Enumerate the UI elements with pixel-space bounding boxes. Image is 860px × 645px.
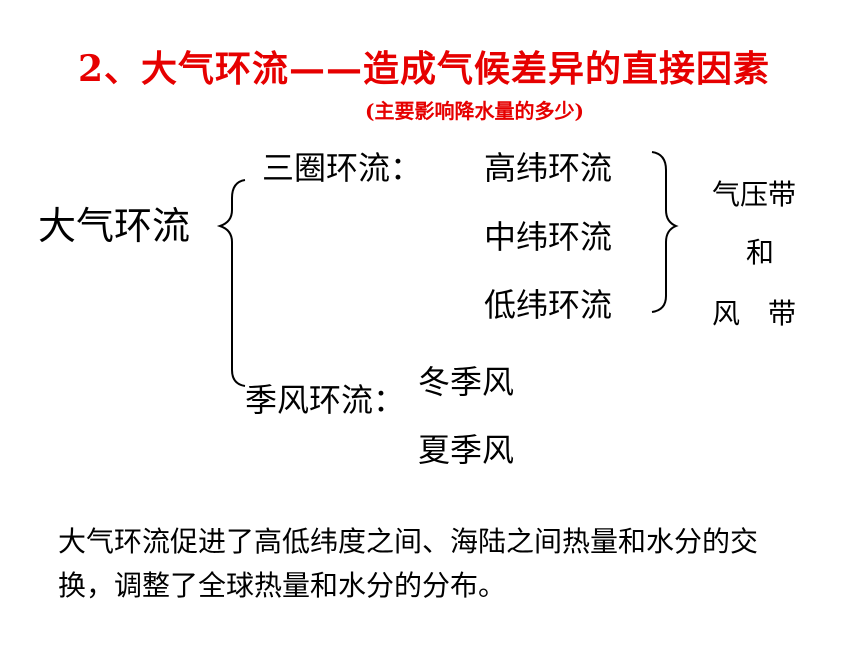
side-note-line3: 风 带 bbox=[712, 297, 797, 330]
side-note-line2: 和 bbox=[746, 236, 775, 269]
branch-item-high-lat: 高纬环流 bbox=[484, 149, 613, 187]
branch-item-summer-monsoon: 夏季风 bbox=[418, 431, 515, 469]
cells-brace bbox=[651, 151, 679, 313]
slide-subtitle: (主要影响降水量的多少) bbox=[365, 99, 584, 123]
branch-item-mid-lat: 中纬环流 bbox=[484, 218, 613, 256]
branch-monsoon-label: 季风环流： bbox=[245, 381, 406, 419]
side-note-line1: 气压带 bbox=[712, 178, 797, 211]
root-brace bbox=[216, 179, 246, 387]
slide-title: 2、大气环流——造成气候差异的直接因素 bbox=[78, 48, 771, 90]
branch-item-winter-monsoon: 冬季风 bbox=[418, 363, 515, 401]
root-node: 大气环流 bbox=[38, 204, 191, 248]
branch-three-cell-label: 三圈环流： bbox=[262, 149, 423, 187]
summary-text: 大气环流促进了高低纬度之间、海陆之间热量和水分的交换，调整了全球热量和水分的分布… bbox=[58, 525, 759, 602]
branch-item-low-lat: 低纬环流 bbox=[484, 286, 613, 324]
